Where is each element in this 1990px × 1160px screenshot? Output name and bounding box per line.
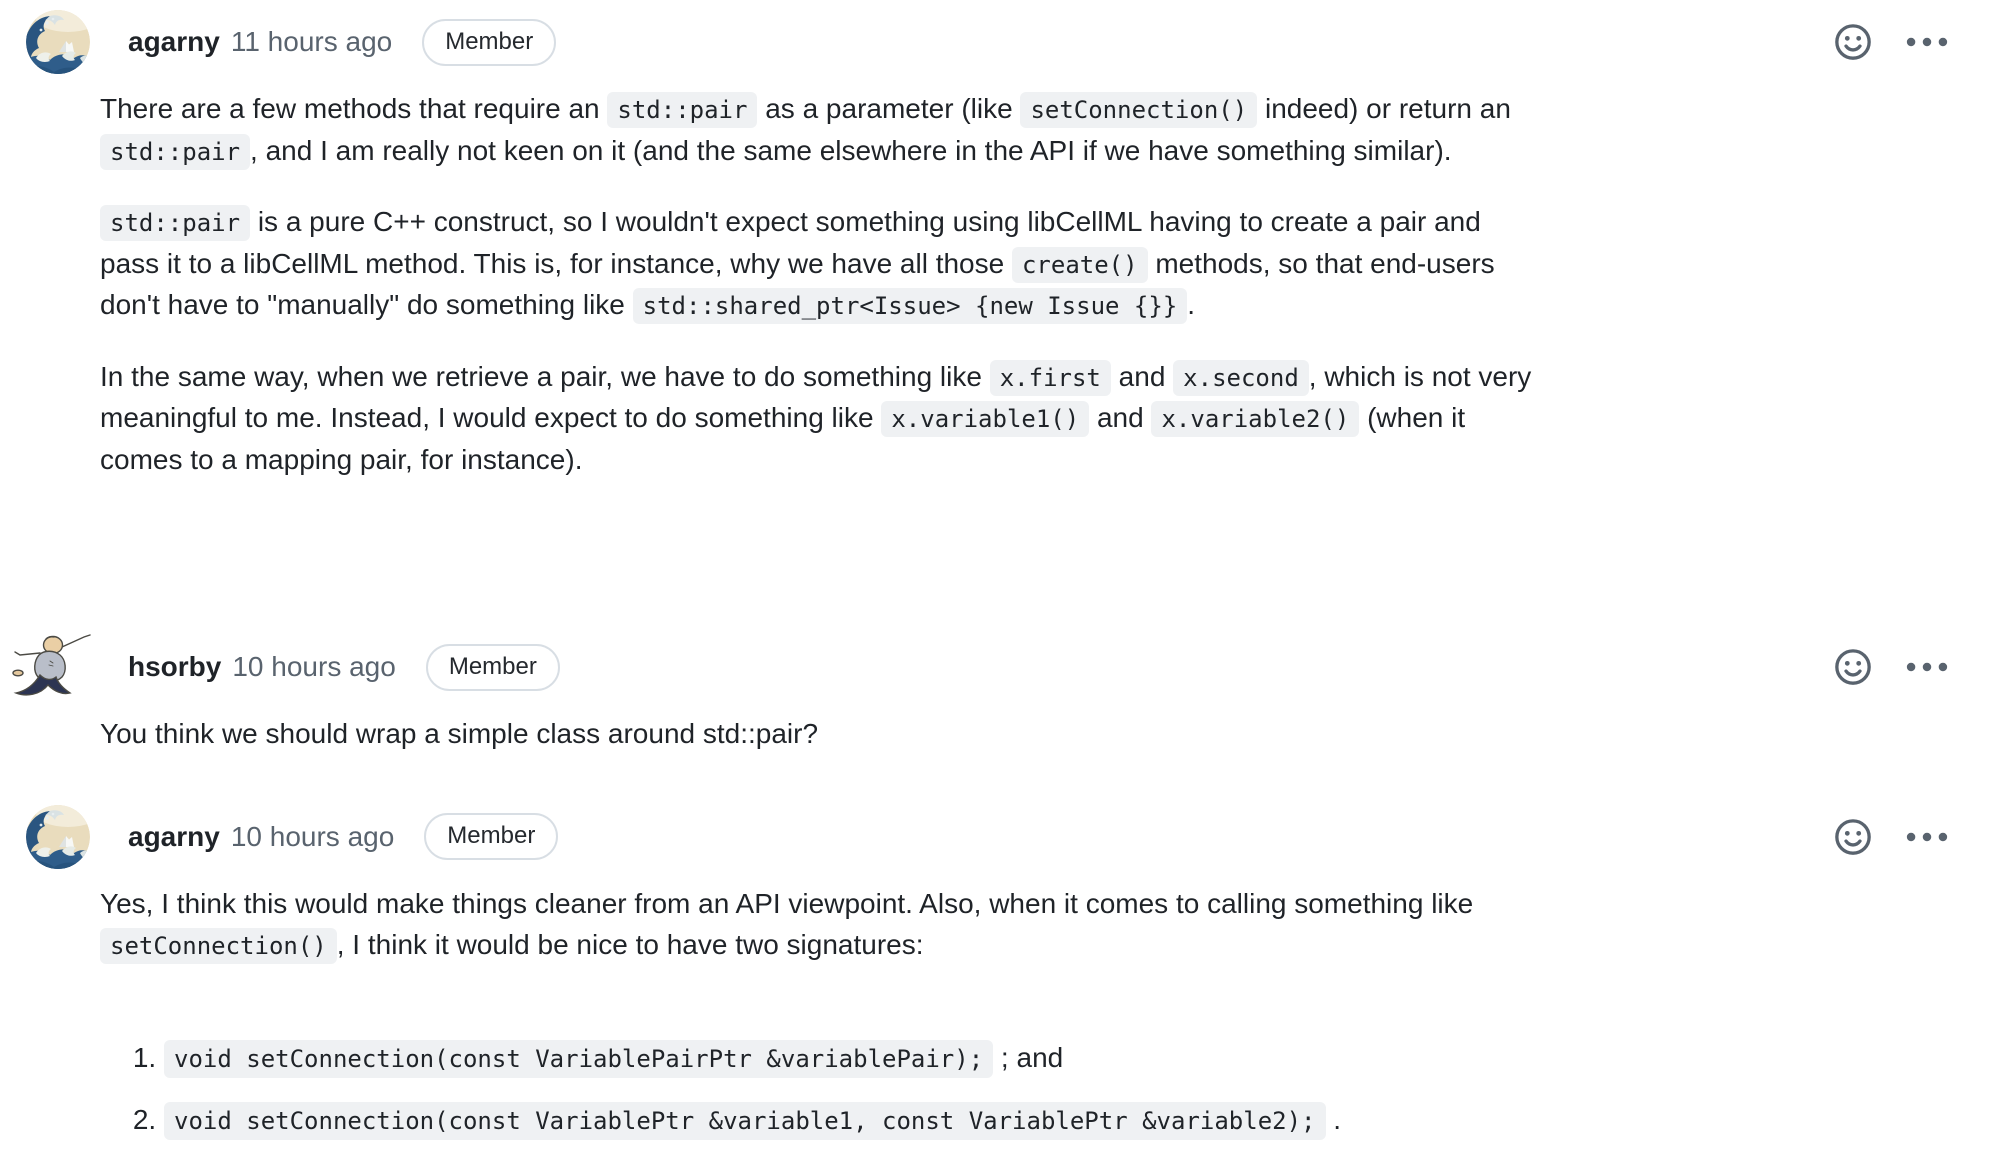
text-run: , and I am really not keen on it (and th… (250, 134, 1452, 166)
text-run: as a parameter (like (757, 93, 1021, 124)
text-run: . (1325, 1103, 1342, 1135)
inline-code: setConnection() (100, 928, 337, 964)
inline-code: std::pair (100, 205, 251, 241)
comment-header: agarny 10 hours ago Member (0, 804, 1990, 869)
add-reaction-button[interactable] (1834, 648, 1872, 686)
member-badge: Member (422, 18, 557, 66)
inline-code: std::pair (607, 92, 758, 128)
comment-body: You think we should wrap a simple class … (100, 713, 1543, 755)
comment-paragraph: Yes, I think this would make things clea… (100, 883, 1543, 966)
comment-timestamp[interactable]: 10 hours ago (230, 820, 395, 852)
list-item: void setConnection(const VariablePtr &va… (164, 1098, 1543, 1142)
text-run: (when it comes to a mapping pair, for in… (100, 402, 1466, 475)
text-run: and (1110, 360, 1174, 392)
inline-code: create() (1011, 246, 1148, 283)
text-run: is a pure C++ construct, so I wouldn't e… (100, 206, 1481, 279)
avatar[interactable] (26, 804, 90, 869)
add-reaction-button[interactable] (1834, 818, 1872, 856)
kebab-horizontal-icon (1906, 37, 1948, 47)
inline-code: std::pair (100, 133, 251, 170)
comment-menu-button[interactable] (1904, 818, 1950, 856)
comment-menu-button[interactable] (1904, 23, 1950, 61)
smiley-icon (1835, 818, 1871, 855)
comment: agarny 10 hours ago Member Yes, (0, 804, 1990, 1160)
comment: agarny 11 hours ago Member Ther (0, 10, 1990, 510)
smiley-icon (1835, 649, 1871, 685)
inline-code: x.first (989, 359, 1111, 396)
add-reaction-button[interactable] (1834, 23, 1872, 61)
inline-code: std::shared_ptr<Issue> {new Issue {}} (632, 288, 1188, 324)
text-run: . (1187, 289, 1196, 320)
text-run: indeed) or return an (1257, 93, 1511, 124)
jumping-cartoon-avatar (12, 634, 91, 696)
list-item: void setConnection(const VariablePairPtr… (164, 1036, 1543, 1080)
comment-menu-button[interactable] (1904, 648, 1950, 686)
comment-timestamp[interactable]: 11 hours ago (230, 26, 393, 57)
comment-paragraph: There are a few methods that require an … (100, 88, 1543, 171)
member-badge: Member (425, 643, 560, 691)
comment-paragraph: You think we should wrap a simple class … (100, 713, 1543, 755)
great-wave-avatar (26, 10, 90, 74)
text-run: ; and (993, 1041, 1064, 1073)
text-run: and (1089, 402, 1152, 433)
text-run: There are a few methods that require an (100, 93, 608, 124)
smiley-icon (1835, 24, 1871, 60)
inline-code: void setConnection(const VariablePairPtr… (164, 1039, 994, 1078)
kebab-horizontal-icon (1906, 832, 1948, 841)
kebab-horizontal-icon (1906, 662, 1948, 672)
comment-header: agarny 11 hours ago Member (0, 10, 1990, 74)
inline-code: x.variable2() (1151, 401, 1360, 437)
comment-author[interactable]: agarny (128, 26, 220, 57)
comment-body: There are a few methods that require an … (100, 88, 1543, 480)
inline-code: void setConnection(const VariablePtr &va… (164, 1101, 1326, 1140)
comment-paragraph: std::pair is a pure C++ construct, so I … (100, 201, 1543, 326)
comment-paragraph: In the same way, when we retrieve a pair… (100, 356, 1543, 481)
great-wave-avatar (26, 804, 90, 869)
text-run: , which is not very meaningful to me. In… (100, 360, 1532, 434)
text-run: In the same way, when we retrieve a pair… (100, 360, 990, 392)
avatar[interactable] (12, 634, 91, 699)
comment-author[interactable]: hsorby (128, 651, 222, 682)
inline-code: x.second (1173, 359, 1309, 396)
comment-body: Yes, I think this would make things clea… (100, 883, 1543, 1142)
inline-code: x.variable1() (881, 401, 1090, 437)
member-badge: Member (424, 813, 559, 860)
comment-author[interactable]: agarny (128, 820, 220, 852)
inline-code: setConnection() (1020, 92, 1258, 128)
comment-timestamp[interactable]: 10 hours ago (232, 651, 396, 682)
text-run: Yes, I think this would make things clea… (100, 887, 1474, 919)
comment-header: hsorby 10 hours ago Member (0, 634, 1990, 699)
avatar[interactable] (26, 10, 90, 74)
text-run: methods, so that end-users don't have to… (100, 247, 1495, 321)
signature-list: void setConnection(const VariablePairPtr… (100, 1036, 1543, 1142)
comment: hsorby 10 hours ago Member You (0, 634, 1990, 785)
text-run: , I think it would be nice to have two s… (336, 929, 924, 960)
text-run: You think we should wrap a simple class … (100, 718, 819, 749)
